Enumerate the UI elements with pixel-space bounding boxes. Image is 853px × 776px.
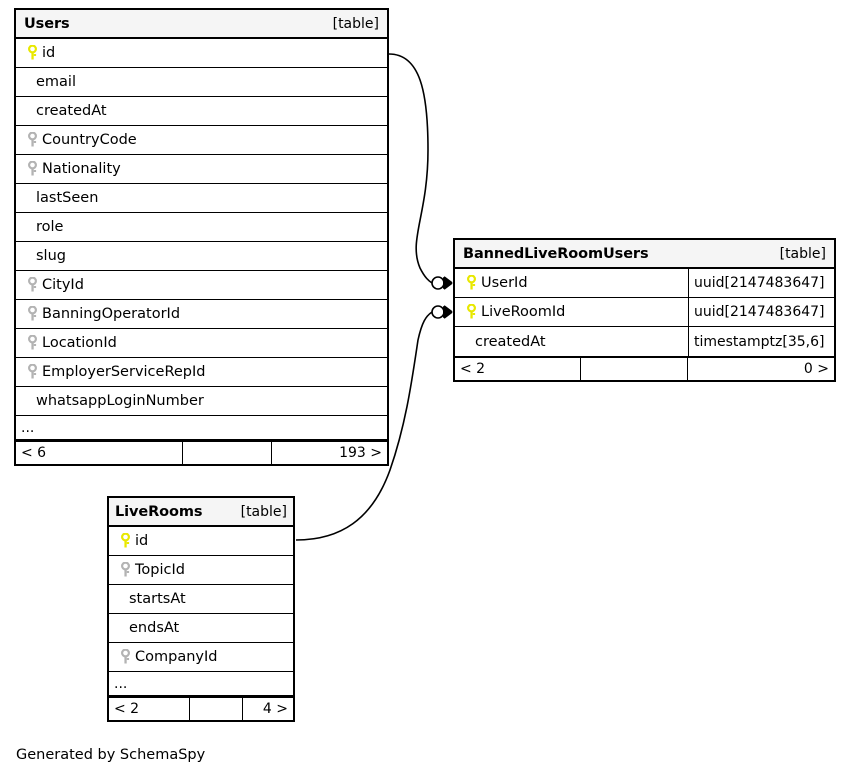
table-row[interactable]: BanningOperatorId (16, 300, 387, 329)
table-liverooms-header: LiveRooms [table] (109, 498, 293, 527)
foreign-key-icon (22, 335, 42, 351)
column-name: createdAt (475, 333, 546, 350)
column-name: slug (36, 248, 66, 264)
table-bannedliveroomusers-footer: < 2 0 > (455, 356, 834, 380)
table-row[interactable]: createdAt timestamptz[35,6] (455, 327, 834, 356)
more-columns-indicator[interactable]: ... (16, 416, 387, 440)
column-name: CityId (42, 277, 84, 293)
table-bannedliveroomusers-tag: [table] (779, 245, 826, 262)
column-name: id (42, 45, 56, 61)
column-name: email (36, 74, 76, 90)
footer-incoming-count[interactable]: < 6 (16, 442, 183, 464)
column-name: LiveRoomId (481, 304, 566, 320)
table-row[interactable]: whatsappLoginNumber (16, 387, 387, 416)
more-columns-indicator[interactable]: ... (109, 672, 293, 696)
column-name: Nationality (42, 161, 121, 177)
table-bannedliveroomusers[interactable]: BannedLiveRoomUsers [table] UserId uuid[… (453, 238, 836, 382)
table-row[interactable]: CompanyId (109, 643, 293, 672)
table-users-name: Users (24, 15, 70, 32)
cardinality-zero-marker (431, 305, 445, 319)
table-row[interactable]: startsAt (109, 585, 293, 614)
footer-middle-cell (190, 698, 243, 720)
table-users-footer: < 6 193 > (16, 440, 387, 464)
column-name: CompanyId (135, 649, 218, 665)
table-row[interactable]: EmployerServiceRepId (16, 358, 387, 387)
table-liverooms-name: LiveRooms (115, 503, 203, 520)
primary-key-icon (461, 304, 481, 320)
table-liverooms-tag: [table] (240, 503, 287, 520)
table-row[interactable]: role (16, 213, 387, 242)
table-row[interactable]: UserId uuid[2147483647] (455, 269, 834, 298)
table-row[interactable]: lastSeen (16, 184, 387, 213)
table-liverooms[interactable]: LiveRooms [table] id TopicId startsAt (107, 496, 295, 722)
table-row[interactable]: LocationId (16, 329, 387, 358)
column-name: UserId (481, 275, 528, 291)
table-bannedliveroomusers-name: BannedLiveRoomUsers (463, 245, 649, 262)
column-name: startsAt (129, 591, 186, 607)
column-name: EmployerServiceRepId (42, 364, 206, 380)
footer-middle-cell (183, 442, 272, 464)
table-row[interactable]: LiveRoomId uuid[2147483647] (455, 298, 834, 327)
table-users-header: Users [table] (16, 10, 387, 39)
foreign-key-icon (22, 132, 42, 148)
table-row[interactable]: slug (16, 242, 387, 271)
column-type: timestamptz[35,6] (688, 327, 834, 356)
table-row[interactable]: CountryCode (16, 126, 387, 155)
column-name: LocationId (42, 335, 117, 351)
table-bannedliveroomusers-header: BannedLiveRoomUsers [table] (455, 240, 834, 269)
table-row[interactable]: email (16, 68, 387, 97)
footer-incoming-count[interactable]: < 2 (109, 698, 190, 720)
cardinality-zero-marker (431, 276, 445, 290)
primary-key-icon (461, 275, 481, 291)
foreign-key-icon (115, 649, 135, 665)
table-users[interactable]: Users [table] id email createdAt (14, 8, 389, 466)
column-name: createdAt (36, 103, 107, 119)
table-row[interactable]: id (109, 527, 293, 556)
footer-incoming-count[interactable]: < 2 (455, 358, 581, 380)
relationship-users-to-bannedliveroomusers-userid (388, 53, 453, 290)
foreign-key-icon (22, 277, 42, 293)
column-name: id (135, 533, 149, 549)
generated-by-credit: Generated by SchemaSpy (16, 747, 206, 763)
column-name: BanningOperatorId (42, 306, 181, 322)
table-row[interactable]: createdAt (16, 97, 387, 126)
foreign-key-icon (115, 562, 135, 578)
column-name: endsAt (129, 620, 180, 636)
foreign-key-icon (22, 306, 42, 322)
column-name: TopicId (135, 562, 185, 578)
foreign-key-icon (22, 364, 42, 380)
table-row[interactable]: CityId (16, 271, 387, 300)
footer-middle-cell (581, 358, 688, 380)
table-liverooms-footer: < 2 4 > (109, 696, 293, 720)
table-row[interactable]: TopicId (109, 556, 293, 585)
table-row[interactable]: endsAt (109, 614, 293, 643)
footer-outgoing-count[interactable]: 4 > (262, 701, 288, 717)
column-type: uuid[2147483647] (688, 298, 834, 326)
footer-outgoing-count[interactable]: 193 > (339, 445, 382, 461)
foreign-key-icon (22, 161, 42, 177)
primary-key-icon (115, 533, 135, 549)
footer-outgoing-count[interactable]: 0 > (803, 361, 829, 377)
table-row[interactable]: id (16, 39, 387, 68)
primary-key-icon (22, 45, 42, 61)
column-type: uuid[2147483647] (688, 269, 834, 297)
column-name: CountryCode (42, 132, 137, 148)
column-name: lastSeen (36, 190, 99, 206)
table-row[interactable]: Nationality (16, 155, 387, 184)
column-name: role (36, 219, 64, 235)
table-users-tag: [table] (332, 15, 379, 32)
column-name: whatsappLoginNumber (36, 393, 204, 409)
